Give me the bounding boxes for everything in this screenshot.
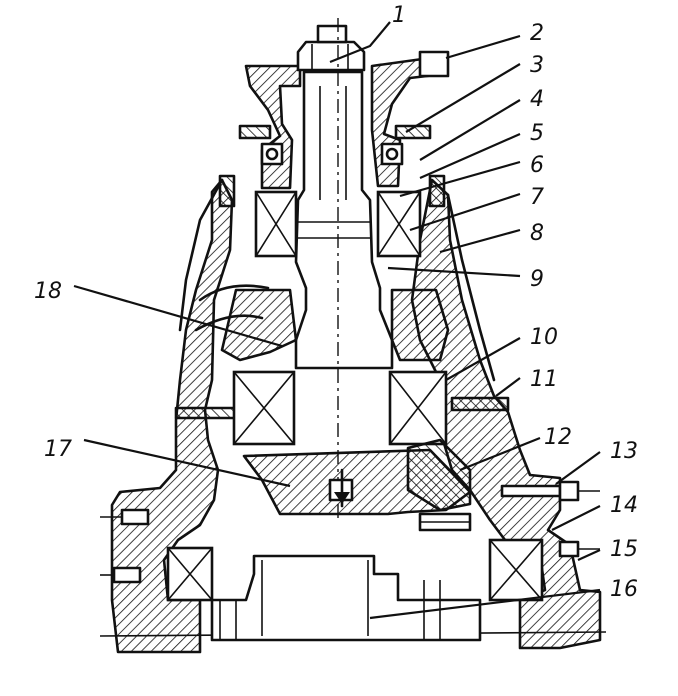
inner-webs xyxy=(194,284,450,362)
callout-7: 7 xyxy=(530,185,544,210)
callout-16: 16 xyxy=(610,577,638,602)
callout-15: 15 xyxy=(610,537,638,562)
callout-17: 17 xyxy=(44,437,72,462)
bolts xyxy=(100,480,600,584)
callout-12: 12 xyxy=(544,425,572,450)
callout-5: 5 xyxy=(530,121,544,146)
pinion xyxy=(406,438,472,532)
callout-14: 14 xyxy=(610,493,638,518)
callout-labels: 1 2 3 4 5 6 7 8 9 10 11 12 13 14 15 16 1… xyxy=(34,3,638,602)
output-shaft xyxy=(210,554,482,642)
bottom-bearing-right xyxy=(488,538,544,602)
callout-6: 6 xyxy=(530,153,544,178)
upper-bearing-right xyxy=(376,190,422,258)
main-shaft xyxy=(294,18,394,520)
callout-1: 1 xyxy=(392,3,406,28)
callout-10: 10 xyxy=(530,325,558,350)
callout-8: 8 xyxy=(530,221,544,246)
lower-bearing-left xyxy=(232,370,296,446)
callout-13: 13 xyxy=(610,439,638,464)
callout-3: 3 xyxy=(530,53,544,78)
callout-9: 9 xyxy=(530,267,544,292)
callout-2: 2 xyxy=(530,21,544,46)
callout-4: 4 xyxy=(530,87,544,112)
callout-18: 18 xyxy=(34,279,62,304)
lower-bearing-right xyxy=(388,370,448,446)
leader-lines xyxy=(73,21,601,620)
bottom-bearing-left xyxy=(166,546,214,602)
callout-11: 11 xyxy=(530,367,558,392)
upper-bearing-left xyxy=(254,190,298,258)
